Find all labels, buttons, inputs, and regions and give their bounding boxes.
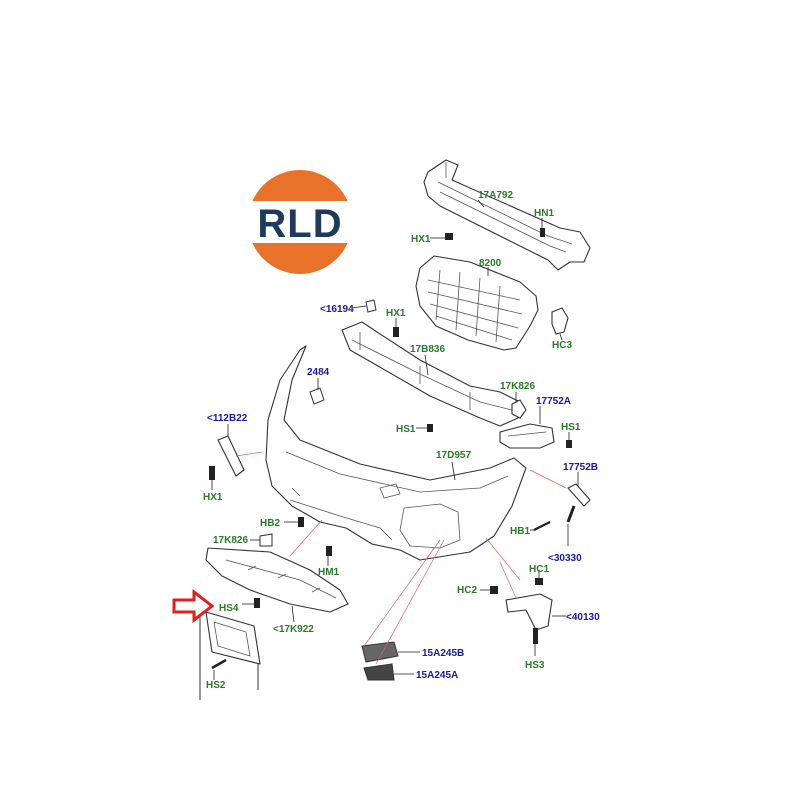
label-hs3: HS3 (525, 660, 545, 671)
label-30330: <30330 (548, 553, 582, 564)
label-17d957: 17D957 (436, 450, 471, 461)
label-hm1: HM1 (318, 567, 340, 578)
label-17k922: <17K922 (273, 624, 314, 635)
label-hc3: HC3 (552, 340, 572, 351)
label-17b836: 17B836 (410, 344, 445, 355)
hs3-fastener (533, 628, 538, 656)
bracket-112b22 (217, 424, 245, 477)
reinforcement-beam (423, 159, 591, 271)
label-112b22: <112B22 (207, 413, 248, 424)
label-hx1-mid: HX1 (386, 308, 406, 319)
label-17k826-left: 17K826 (213, 535, 248, 546)
label-hs1-right: HS1 (561, 422, 581, 433)
hs2-fastener (211, 658, 227, 680)
label-hc1: HC1 (529, 564, 549, 575)
pin-30330 (566, 505, 576, 546)
label-15a245a: 15A245A (416, 670, 458, 681)
undertray-17k922 (205, 547, 349, 613)
hc3-bracket (551, 307, 569, 341)
red-arrow-icon (172, 588, 215, 624)
label-2484: 2484 (307, 367, 330, 378)
front-grille (415, 255, 539, 351)
label-hn1: HN1 (534, 208, 554, 219)
clip-16194 (351, 299, 377, 313)
rld-logo: RLD (248, 170, 352, 274)
logo-orange-top (248, 170, 352, 201)
red-leader-lines (235, 451, 567, 665)
label-8200: 8200 (479, 258, 502, 269)
hs4-fastener (242, 598, 260, 608)
bracket-17k826-left (250, 533, 273, 547)
label-17752a: 17752A (536, 396, 571, 407)
label-hs2: HS2 (206, 680, 226, 691)
label-16194: <16194 (320, 304, 354, 315)
hs1-mid-fastener (416, 424, 433, 432)
label-hb2: HB2 (260, 518, 280, 529)
label-17a792: 17A792 (478, 190, 513, 201)
clip-2484 (309, 378, 325, 405)
label-hx1-top: HX1 (411, 234, 431, 245)
label-17752b: 17752B (563, 462, 598, 473)
hx1-left-fastener (209, 466, 215, 490)
label-hs4: HS4 (219, 603, 239, 614)
cover-15a245a (363, 663, 414, 681)
hx1-mid-fastener (393, 318, 399, 337)
hx1-top-fastener (430, 233, 453, 240)
label-hs1-mid: HS1 (396, 424, 416, 435)
hc2-fastener (480, 586, 498, 594)
label-17k826-right: 17K826 (500, 381, 535, 392)
hb1-fastener (530, 521, 551, 531)
label-hb1: HB1 (510, 526, 530, 537)
bracket-40130 (505, 593, 566, 631)
label-15a245b: 15A245B (422, 648, 464, 659)
hn1-fastener (540, 218, 545, 237)
cap-17752b (567, 472, 591, 507)
label-hx1-left: HX1 (203, 492, 223, 503)
part-labels: 17A792 HN1 HX1 8200 <16194 HX1 HC3 17B83… (203, 190, 600, 691)
bezel-17752a (499, 423, 555, 449)
hs1-right-fastener (566, 432, 572, 448)
hm1-fastener (326, 546, 332, 566)
logo-orange-bottom (248, 243, 352, 274)
logo-text: RLD (257, 202, 342, 246)
label-40130: <40130 (566, 612, 600, 623)
license-plate-holder (199, 600, 261, 700)
label-hc2: HC2 (457, 585, 477, 596)
front-bumper-cover (265, 345, 527, 561)
bracket-17k826-right (511, 392, 527, 419)
hc1-fastener (535, 570, 543, 585)
cover-15a245b (361, 641, 420, 663)
hb2-fastener (284, 517, 304, 527)
